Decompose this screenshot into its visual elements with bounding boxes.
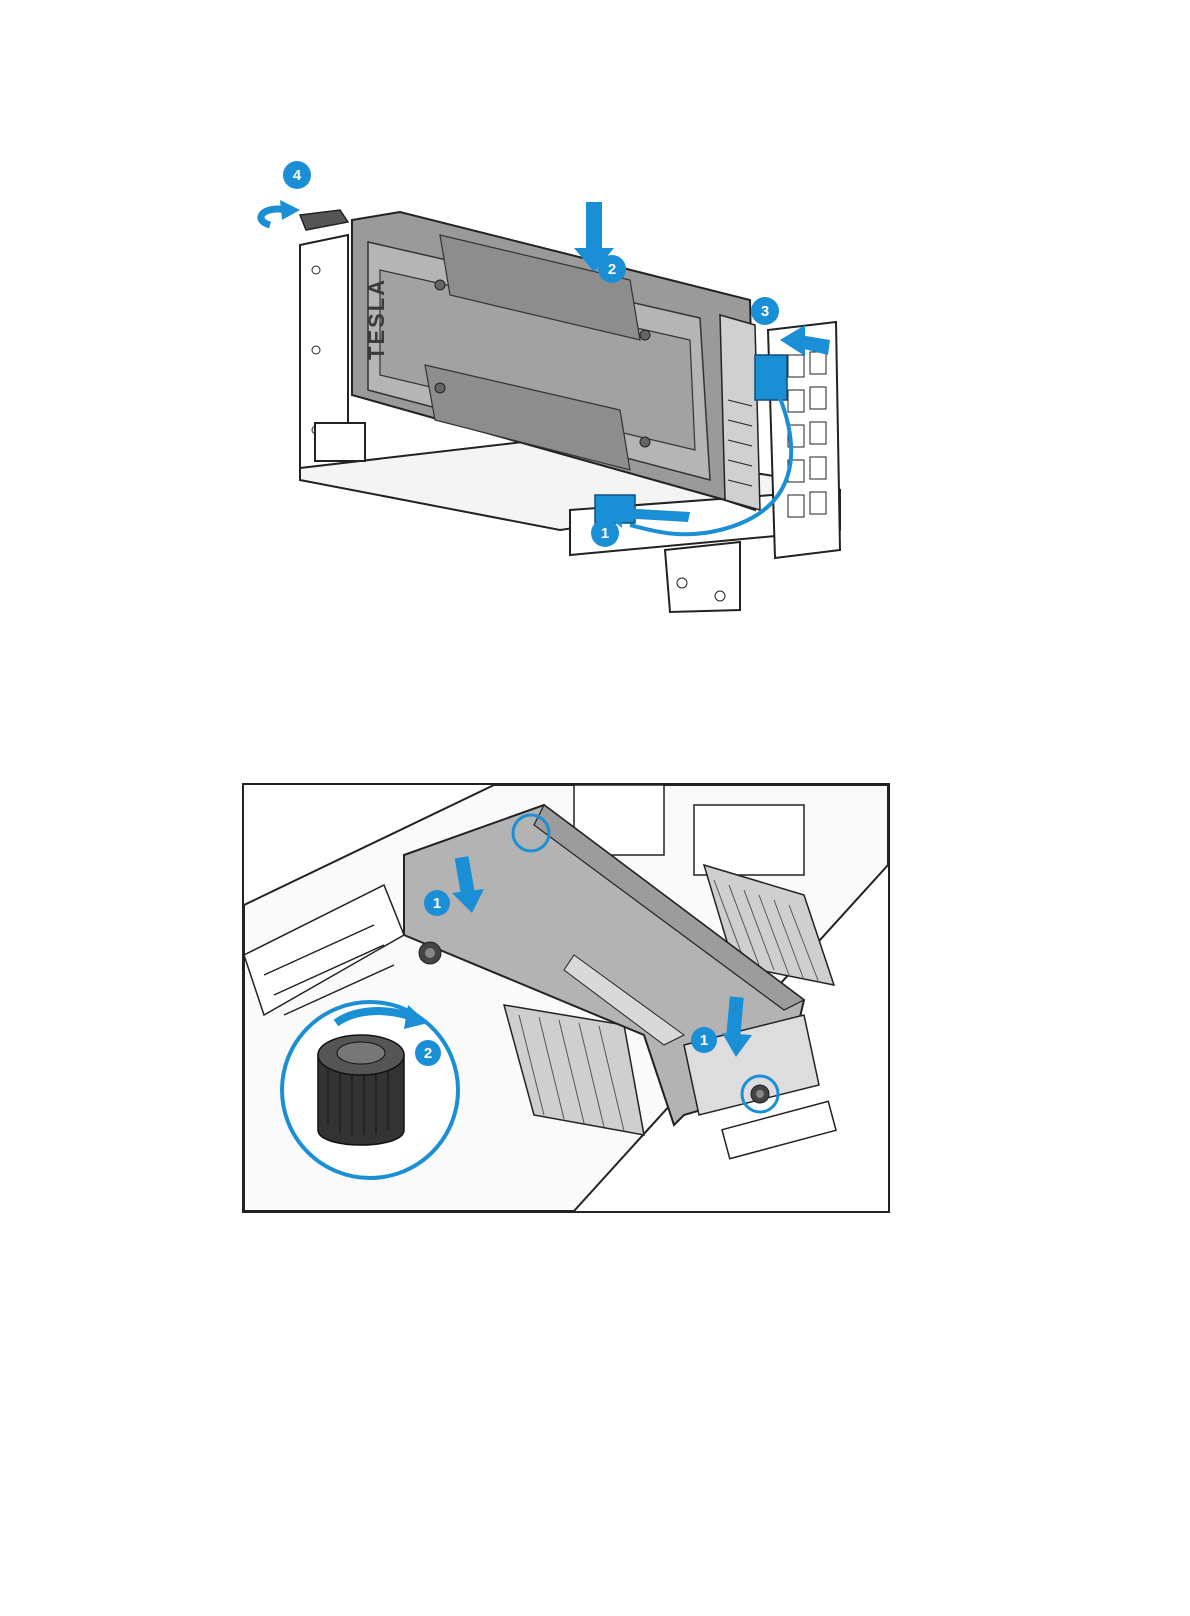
chassis-install-illustration: 1 1 2 [242, 783, 890, 1213]
power-connector-card [755, 355, 787, 400]
gpu-riser-illustration: TESLA 1 2 [240, 150, 880, 640]
svg-text:1: 1 [601, 525, 609, 542]
tesla-brand-label: TESLA [364, 278, 389, 360]
callout-2: 2 [598, 255, 626, 283]
callout-4: 4 [283, 161, 311, 189]
svg-text:4: 4 [293, 167, 302, 184]
svg-text:2: 2 [608, 261, 616, 278]
svg-text:1: 1 [433, 895, 441, 912]
chassis-install-svg: 1 1 2 [244, 785, 888, 1211]
callout-1: 1 [691, 1027, 717, 1053]
thumbscrew-detail [282, 1002, 458, 1178]
callout-1: 1 [424, 890, 450, 916]
callout-3: 3 [751, 297, 779, 325]
svg-text:2: 2 [424, 1045, 432, 1062]
gpu-riser-svg: TESLA 1 2 [240, 150, 880, 640]
rotate-arrow-icon [261, 200, 300, 225]
thumbscrew-icon [419, 942, 441, 964]
callout-1: 1 [591, 519, 619, 547]
callout-2: 2 [415, 1040, 441, 1066]
svg-text:3: 3 [761, 303, 769, 320]
retention-latch [300, 210, 348, 230]
svg-text:1: 1 [700, 1032, 708, 1049]
